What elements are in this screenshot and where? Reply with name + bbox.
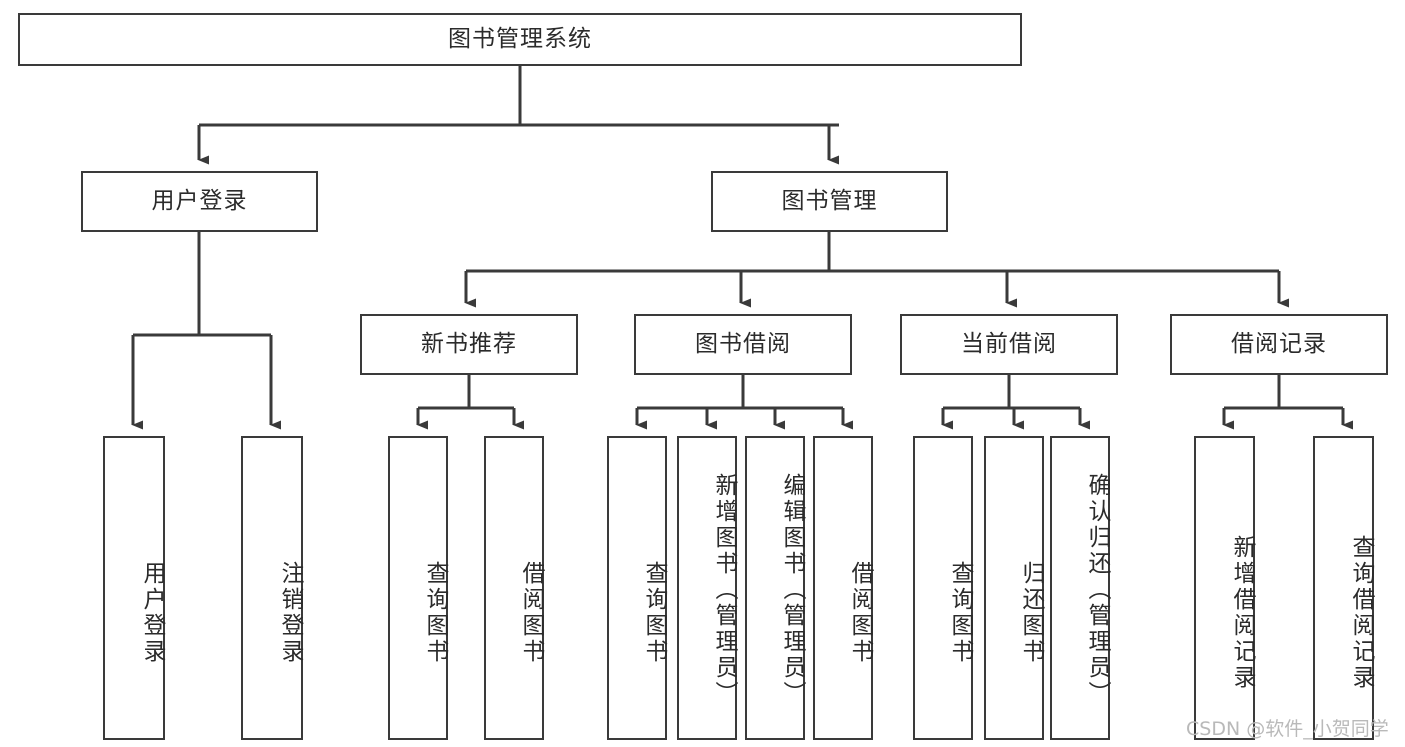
- node-leaf-add-borrow-record-label: 新增借阅记录: [1229, 535, 1255, 691]
- node-leaf-query-book-1-label: 查询图书: [422, 561, 448, 665]
- node-leaf-query-book-3-label: 查询图书: [947, 561, 973, 665]
- node-leaf-add-borrow-record[interactable]: 新增借阅记录: [1194, 436, 1255, 740]
- node-leaf-query-book-3[interactable]: 查询图书: [913, 436, 973, 740]
- node-borrow-record-label: 借阅记录: [1231, 330, 1327, 357]
- node-borrow-record[interactable]: 借阅记录: [1170, 314, 1388, 375]
- node-leaf-borrow-book-1[interactable]: 借阅图书: [484, 436, 544, 740]
- node-book-manage-label: 图书管理: [781, 187, 878, 214]
- node-leaf-logout-login-label: 注销登录: [277, 561, 303, 665]
- node-leaf-query-borrow-record-label: 查询借阅记录: [1348, 535, 1374, 691]
- node-root[interactable]: 图书管理系统: [18, 13, 1022, 66]
- node-leaf-user-login[interactable]: 用户登录: [103, 436, 165, 740]
- node-leaf-edit-book-admin-label: 编辑图书（管理员）: [779, 473, 805, 707]
- node-root-label: 图书管理系统: [448, 25, 592, 52]
- node-leaf-return-book-label: 归还图书: [1018, 561, 1044, 665]
- node-leaf-confirm-return-admin-label: 确认归还（管理员）: [1084, 473, 1110, 707]
- node-leaf-query-book-2[interactable]: 查询图书: [607, 436, 667, 740]
- node-leaf-query-borrow-record[interactable]: 查询借阅记录: [1313, 436, 1374, 740]
- node-current-borrow[interactable]: 当前借阅: [900, 314, 1118, 375]
- csdn-watermark: CSDN @软件_小贺同学: [1186, 718, 1389, 740]
- node-leaf-add-book-admin-label: 新增图书（管理员）: [711, 473, 737, 707]
- node-leaf-borrow-book-2[interactable]: 借阅图书: [813, 436, 873, 740]
- node-leaf-add-book-admin[interactable]: 新增图书（管理员）: [677, 436, 737, 740]
- node-leaf-borrow-book-1-label: 借阅图书: [518, 561, 544, 665]
- node-leaf-user-login-label: 用户登录: [139, 561, 165, 665]
- node-leaf-borrow-book-2-label: 借阅图书: [847, 561, 873, 665]
- node-user-login[interactable]: 用户登录: [81, 171, 318, 232]
- node-book-borrow-label: 图书借阅: [695, 330, 791, 357]
- node-current-borrow-label: 当前借阅: [961, 330, 1057, 357]
- node-leaf-edit-book-admin[interactable]: 编辑图书（管理员）: [745, 436, 805, 740]
- node-new-book-recommend[interactable]: 新书推荐: [360, 314, 578, 375]
- node-new-book-recommend-label: 新书推荐: [421, 330, 517, 357]
- node-leaf-confirm-return-admin[interactable]: 确认归还（管理员）: [1050, 436, 1110, 740]
- node-leaf-query-book-1[interactable]: 查询图书: [388, 436, 448, 740]
- node-book-borrow[interactable]: 图书借阅: [634, 314, 852, 375]
- node-user-login-label: 用户登录: [151, 187, 248, 214]
- node-leaf-logout-login[interactable]: 注销登录: [241, 436, 303, 740]
- node-leaf-return-book[interactable]: 归还图书: [984, 436, 1044, 740]
- node-leaf-query-book-2-label: 查询图书: [641, 561, 667, 665]
- node-book-manage[interactable]: 图书管理: [711, 171, 948, 232]
